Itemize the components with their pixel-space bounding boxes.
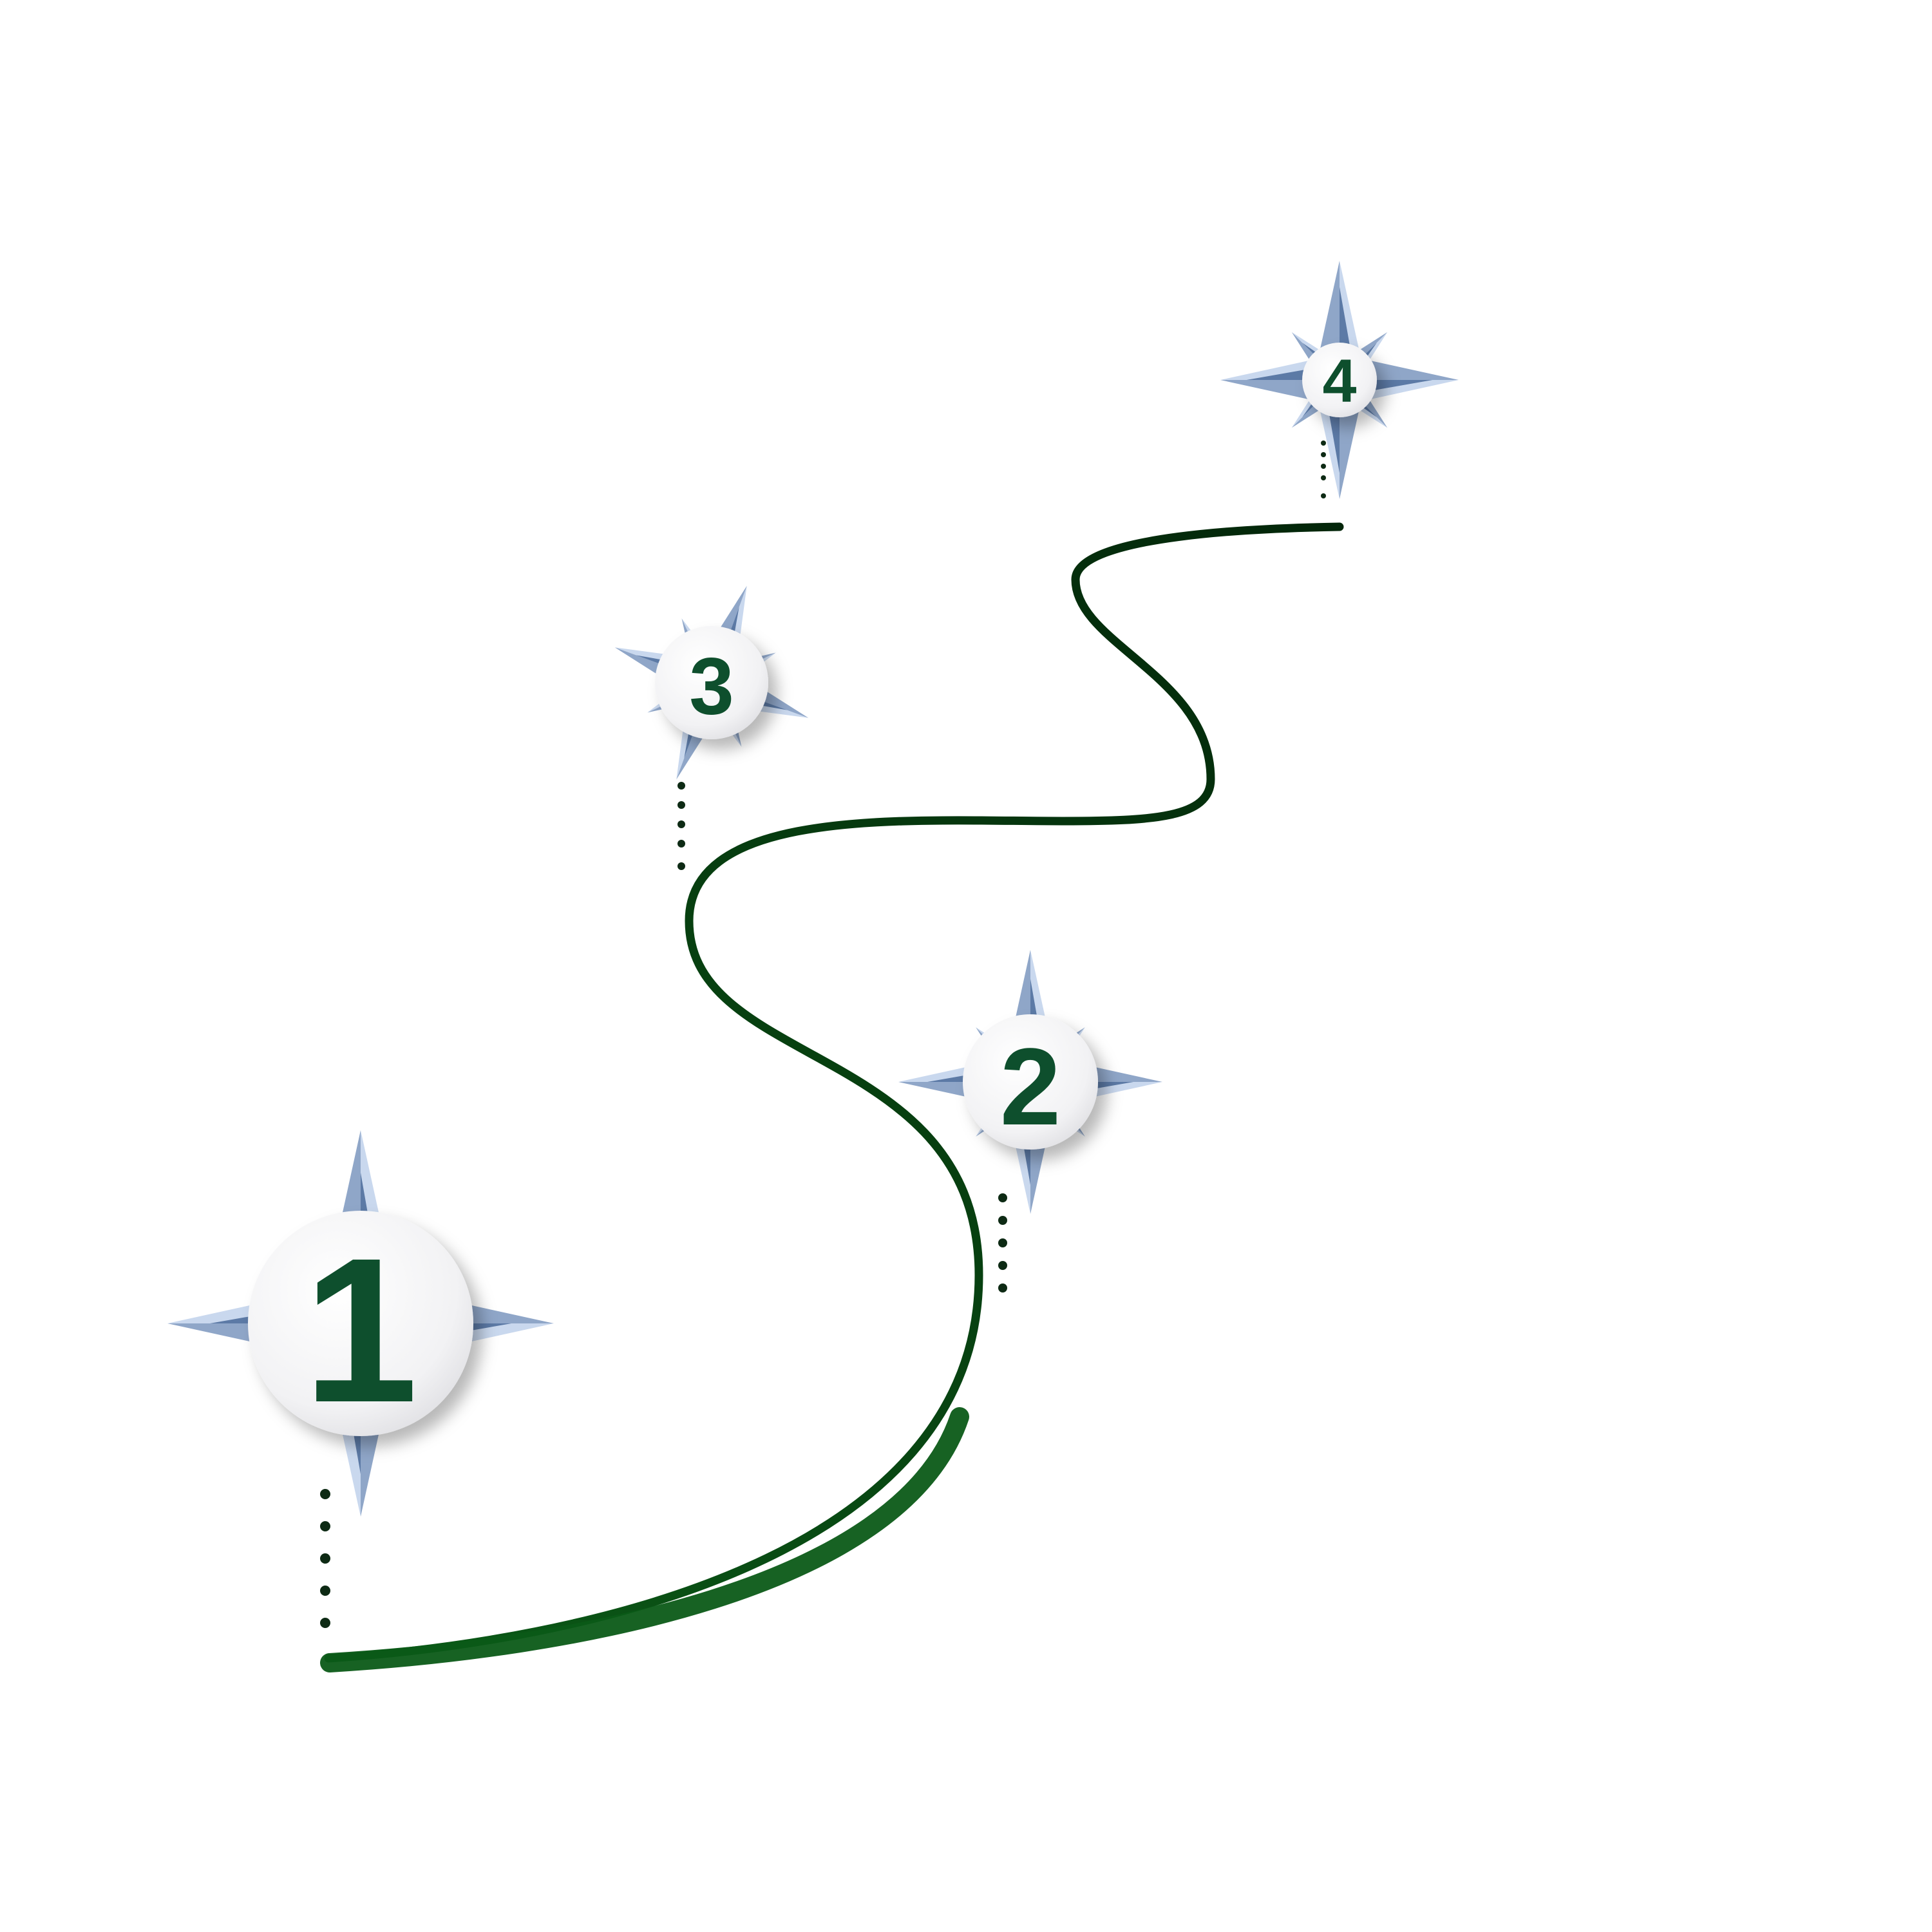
step-marker-3: 3 xyxy=(614,585,809,870)
dotted-connector xyxy=(998,1193,1007,1293)
step-marker-4: 4 xyxy=(1220,261,1459,499)
dotted-connector xyxy=(677,782,685,870)
step-number-1: 1 xyxy=(303,1215,418,1445)
winding-road-path xyxy=(324,522,1344,1663)
step-badge xyxy=(963,1014,1098,1150)
step-number-4: 4 xyxy=(1323,347,1357,415)
step-number-3: 3 xyxy=(689,642,734,732)
step-badge xyxy=(1302,343,1377,417)
step-badge xyxy=(248,1211,473,1436)
step-number-2: 2 xyxy=(1000,1026,1061,1148)
step-marker-2: 2 xyxy=(898,950,1162,1293)
step-badge xyxy=(655,626,768,739)
step-marker-1: 1 xyxy=(167,1130,554,1628)
dotted-connector xyxy=(320,1489,330,1628)
road-start-segment xyxy=(320,1407,969,1672)
dotted-connector xyxy=(1321,440,1326,498)
